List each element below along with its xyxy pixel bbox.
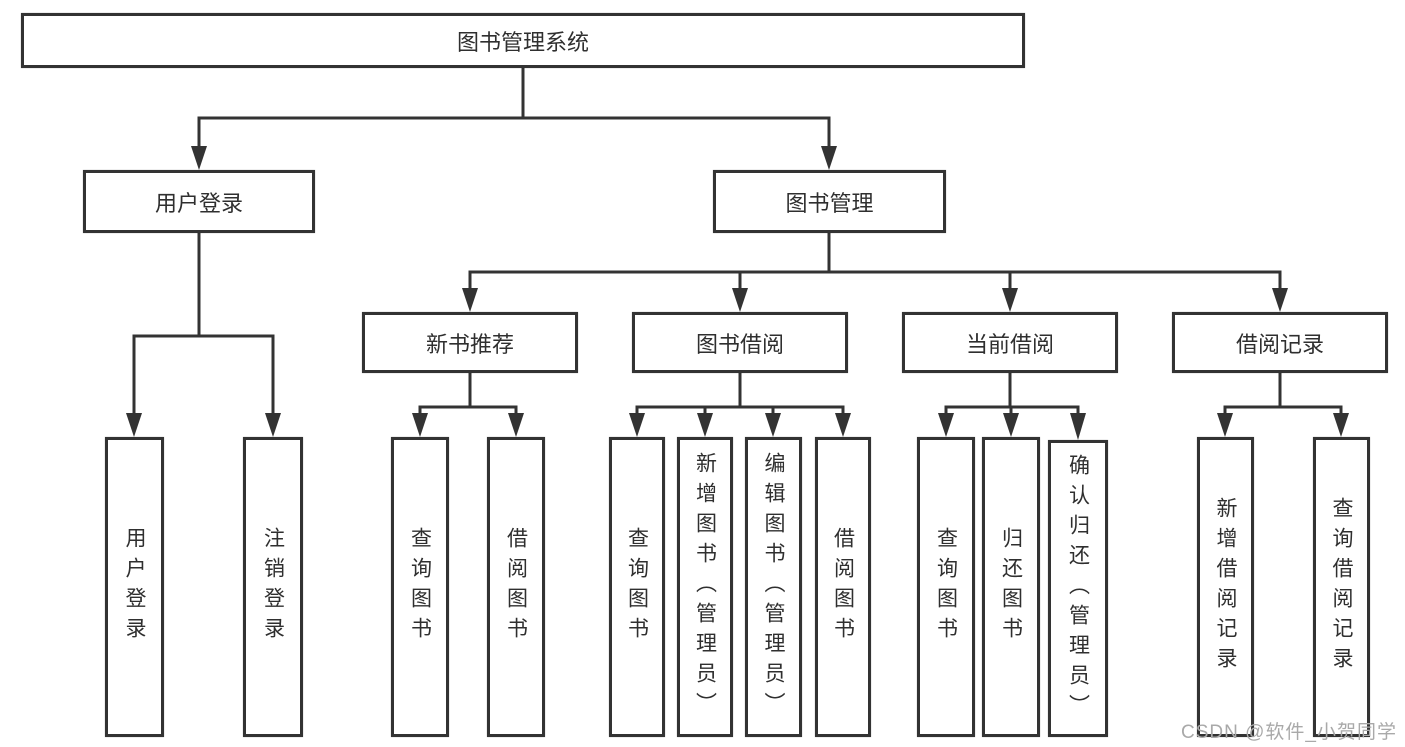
- node-label: 查询图书: [934, 527, 958, 647]
- node-new-book-recommend: 新书推荐: [362, 312, 578, 373]
- csdn-watermark: CSDN @软件_小贺同学: [1181, 722, 1397, 743]
- node-label: 借阅图书: [831, 527, 855, 647]
- node-label: 当前借阅: [965, 331, 1054, 357]
- connector-new-book-branch: [412, 370, 524, 437]
- connector-borrow-records-branch: [1217, 370, 1349, 437]
- connector-user-login-branch: [126, 230, 281, 437]
- node-leaf-confirm-return-admin: 确认归还（管理员）: [1048, 440, 1108, 737]
- node-label: 借阅图书: [504, 527, 528, 647]
- connector-root-to-level2: [191, 68, 837, 170]
- node-label: 查询借阅记录: [1330, 497, 1353, 677]
- node-library-management-system: 图书管理系统: [21, 13, 1025, 68]
- node-leaf-borrow-books: 借阅图书: [815, 437, 871, 737]
- node-label: 注销登录: [261, 527, 285, 647]
- node-leaf-user-login: 用户登录: [105, 437, 164, 737]
- node-borrow-records: 借阅记录: [1172, 312, 1388, 373]
- node-label: 借阅记录: [1235, 331, 1324, 357]
- node-current-borrow: 当前借阅: [902, 312, 1118, 373]
- connector-current-borrow-branch: [938, 370, 1086, 440]
- node-label: 归还图书: [999, 527, 1023, 647]
- node-label: 新增借阅记录: [1214, 497, 1237, 677]
- node-leaf-query-borrow-record: 查询借阅记录: [1313, 437, 1370, 737]
- node-label: 用户登录: [123, 527, 146, 647]
- node-leaf-add-books-admin: 新增图书（管理员）: [677, 437, 733, 737]
- node-book-management: 图书管理: [713, 170, 946, 233]
- node-label: 新书推荐: [425, 331, 514, 357]
- node-book-borrow: 图书借阅: [632, 312, 848, 373]
- connector-book-borrow-branch: [629, 370, 851, 437]
- node-label: 编辑图书（管理员）: [762, 452, 785, 722]
- node-leaf-query-books-recommend: 查询图书: [391, 437, 449, 737]
- node-leaf-add-borrow-record: 新增借阅记录: [1197, 437, 1254, 737]
- node-label: 确认归还（管理员）: [1066, 453, 1090, 724]
- connector-book-management-branch: [462, 230, 1288, 312]
- node-label: 图书借阅: [695, 331, 784, 357]
- node-user-login: 用户登录: [83, 170, 315, 233]
- node-leaf-edit-books-admin: 编辑图书（管理员）: [745, 437, 802, 737]
- node-leaf-logout: 注销登录: [243, 437, 303, 737]
- node-leaf-query-books-current: 查询图书: [917, 437, 975, 737]
- node-label: 图书管理: [785, 190, 874, 216]
- node-label: 查询图书: [625, 527, 649, 647]
- node-label: 新增图书（管理员）: [693, 452, 717, 722]
- node-label: 用户登录: [154, 190, 243, 216]
- node-leaf-borrow-books-recommend: 借阅图书: [487, 437, 545, 737]
- node-leaf-return-books: 归还图书: [982, 437, 1040, 737]
- node-label: 图书管理系统: [456, 29, 589, 55]
- node-leaf-query-books-borrow: 查询图书: [609, 437, 665, 737]
- node-label: 查询图书: [408, 527, 432, 647]
